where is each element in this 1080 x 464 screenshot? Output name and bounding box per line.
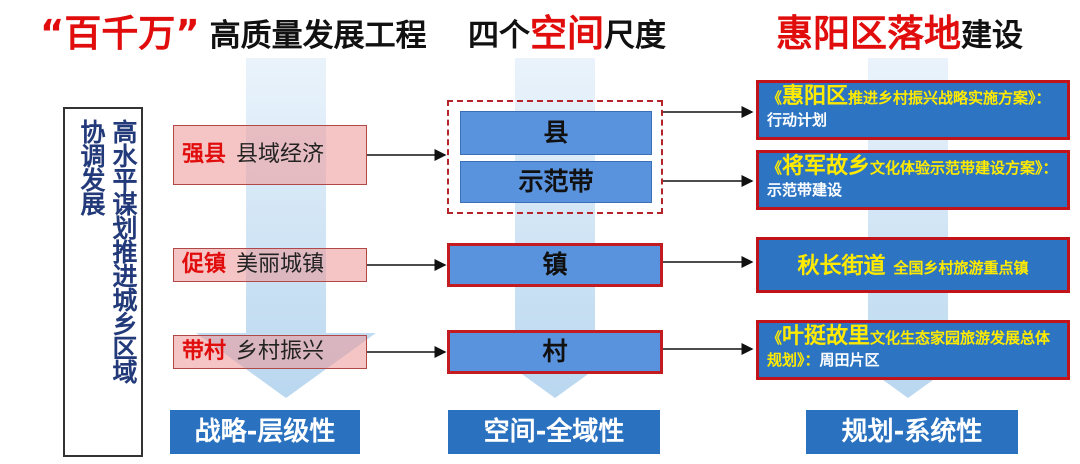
scale-pre: 四个: [468, 18, 530, 54]
impl-tail: 周田片区: [819, 351, 880, 369]
label-planning: 规划-系统性: [806, 410, 1018, 454]
impl-box-general-hometown: 《将军故乡文化体验示范带建设方案》： 示范带建设: [756, 150, 1070, 210]
strategy-em: 带村: [182, 339, 227, 364]
space-block-town: 镇: [447, 243, 663, 287]
header-left-title: “百千万”高质量发展工程: [40, 10, 427, 58]
county-group-dashed-frame: [447, 100, 663, 214]
impl-em: 叶挺故里: [782, 324, 871, 349]
impl-em: 惠阳区: [782, 84, 849, 109]
impl-box-qiuchang: 秋长街道全国乡村旅游重点镇: [756, 237, 1070, 293]
impl-rest: 全国乡村旅游重点镇: [893, 259, 1029, 277]
scale-red: 空间: [530, 12, 604, 55]
strategy-box-town: 促镇美丽城镇: [173, 248, 367, 282]
panel-col-1: 协调发展: [77, 119, 106, 215]
impl-box-yeting: 《叶挺故里文化生态家园旅游发展总体规划》：周田片区: [756, 320, 1070, 380]
impl-rest: 文化体验示范带建设方案》：: [870, 159, 1058, 177]
impl-em: 将军故乡: [782, 154, 871, 179]
right-post: 建设: [961, 18, 1023, 54]
impl-tail: 行动计划: [767, 111, 828, 129]
coordination-panel: 协调发展 高水平谋划推进城乡区域: [63, 107, 143, 457]
strategy-text: 美丽城镇: [236, 252, 325, 277]
impl-bracket: 《: [767, 89, 783, 107]
header-middle-title: 四个空间尺度: [468, 10, 666, 58]
impl-rest: 推进乡村振兴战略实施方案》：: [848, 89, 1051, 107]
impl-bracket: 《: [767, 159, 783, 177]
strategy-text: 乡村振兴: [236, 339, 325, 364]
space-block-demo-belt: 示范带: [460, 161, 652, 203]
space-block-county: 县: [460, 111, 652, 155]
panel-col-2: 高水平谋划推进城乡区域: [109, 119, 138, 383]
strategy-text: 县域经济: [236, 142, 325, 167]
impl-rest: 文化生态家园旅游发展总体规划》：: [767, 329, 1051, 369]
label-strategy: 战略-层级性: [170, 410, 360, 454]
planning-down-arrow: [818, 58, 998, 398]
right-red: 惠阳区落地: [776, 12, 961, 55]
strategy-em: 强县: [182, 142, 227, 167]
space-block-village: 村: [447, 330, 663, 374]
project-title: 高质量发展工程: [209, 18, 427, 54]
strategy-box-county: 强县县域经济: [173, 125, 367, 185]
impl-box-huiyang: 《惠阳区推进乡村振兴战略实施方案》： 行动计划: [756, 80, 1070, 140]
space-down-arrow: [465, 58, 645, 398]
label-space: 空间-全域性: [448, 410, 660, 454]
quote-title: “百千万”: [40, 12, 200, 55]
impl-tail: 示范带建设: [767, 181, 843, 199]
impl-bracket: 《: [767, 329, 783, 347]
strategy-down-arrow: [196, 58, 376, 398]
header-right-title: 惠阳区落地建设: [776, 10, 1023, 58]
strategy-box-village: 带村乡村振兴: [173, 335, 367, 369]
impl-em: 秋长街道: [797, 254, 886, 279]
strategy-em: 促镇: [182, 252, 227, 277]
scale-post: 尺度: [604, 18, 666, 54]
